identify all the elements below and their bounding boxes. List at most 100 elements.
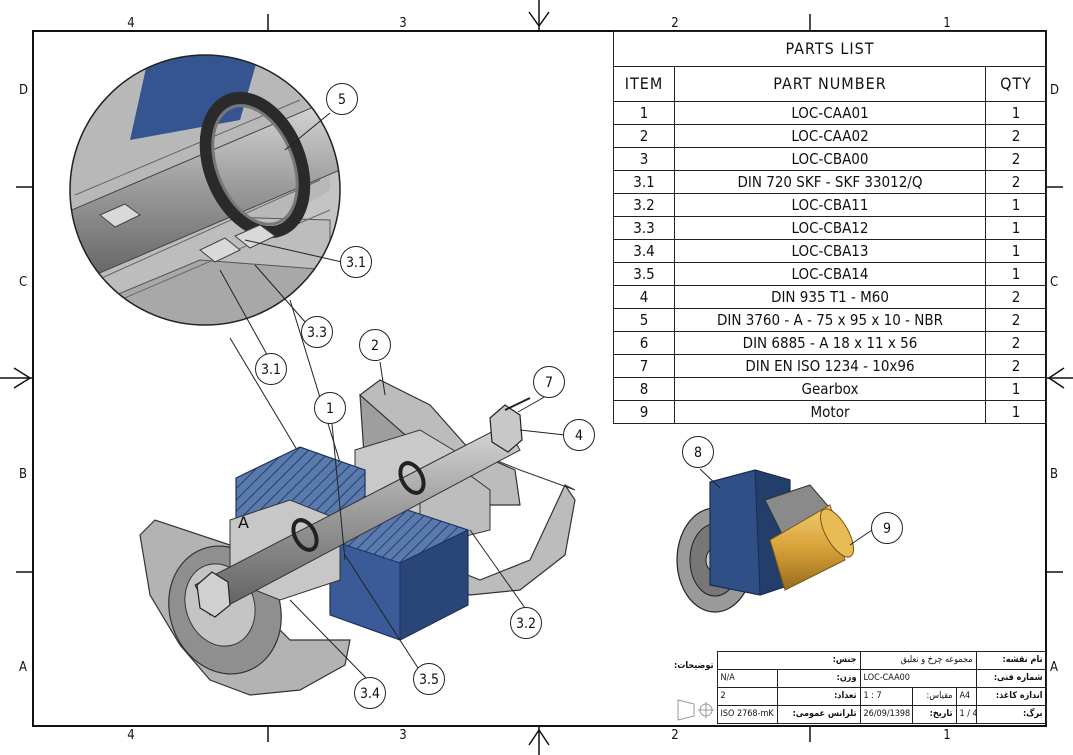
balloon-item-3-2: 3.2 [510,607,542,639]
detail-view-circle [69,54,341,326]
balloon-item-3-4: 3.4 [354,677,386,709]
zone-row-b-left: B [19,467,28,482]
part-number-cell: LOC-CBA00 [674,147,986,171]
qty-cell: 2 [984,285,1048,309]
part-number-cell: Gearbox [674,377,986,401]
balloon-item-3-1-detail: 3.1 [340,246,372,278]
count-label: تعداد: [776,687,861,706]
gearbox-motor-art [676,469,855,613]
leader-lines [219,112,873,681]
qty-cell: 1 [984,193,1048,217]
drawing-name-label: نام نقشه: [975,651,1047,670]
sheet-label: برگ: [975,705,1047,724]
weight-value: N/A [716,669,778,688]
zone-row-b-right: B [1050,467,1059,482]
item-cell: 5 [613,308,675,332]
item-cell: 9 [613,400,675,424]
zone-row-c-right: C [1050,275,1059,290]
balloon-item-4: 4 [563,419,595,451]
item-cell: 3.5 [613,262,675,286]
balloon-item-7: 7 [533,366,565,398]
item-cell: 8 [613,377,675,401]
part-number-cell: LOC-CAA01 [674,101,986,125]
material-label: جنس: [716,651,861,670]
item-cell: 6 [613,331,675,355]
main-assembly-art [139,379,576,696]
sheet-value: 1 / 4 [955,705,977,724]
item-cell: 3 [613,147,675,171]
qty-cell: 2 [984,308,1048,332]
item-cell: 3.2 [613,193,675,217]
part-number-cell: DIN 935 T1 - M60 [674,285,986,309]
zone-col-4-bottom: 4 [127,728,135,743]
part-number-cell: DIN 6885 - A 18 x 11 x 56 [674,331,986,355]
part-number-cell: LOC-CBA13 [674,239,986,263]
item-cell: 1 [613,101,675,125]
part-number-cell: Motor [674,400,986,424]
count-value: 2 [716,687,778,706]
zone-row-c-left: C [19,275,28,290]
balloon-item-2: 2 [359,329,391,361]
paper-size-value: A4 [955,687,977,706]
qty-cell: 1 [984,216,1048,240]
scale-value: 1 : 7 [859,687,913,706]
border-ticks [16,14,1063,742]
item-cell: 7 [613,354,675,378]
part-number-cell: LOC-CBA11 [674,193,986,217]
qty-cell: 1 [984,377,1048,401]
zone-col-1-bottom: 1 [943,728,951,743]
detail-view-art [70,55,340,325]
zone-col-3-bottom: 3 [399,728,407,743]
balloon-item-3-1: 3.1 [255,353,287,385]
part-number-cell: LOC-CAA02 [674,124,986,148]
zone-row-a-right: A [1050,660,1058,675]
balloon-item-1: 1 [314,392,346,424]
header-qty: QTY [984,66,1048,102]
qty-cell: 1 [984,262,1048,286]
zone-col-2-bottom: 2 [671,728,679,743]
zone-col-3-top: 3 [399,16,407,31]
balloon-item-9: 9 [871,512,903,544]
zone-col-2-top: 2 [671,16,679,31]
tolerance-value: ISO 2768-mK [716,705,778,724]
technical-number-label: شماره فنی: [975,669,1047,688]
zone-row-d-right: D [1050,83,1060,98]
item-cell: 3.1 [613,170,675,194]
paper-size-label: اندازه کاغذ: [975,687,1047,706]
zone-row-a-left: A [19,660,27,675]
qty-cell: 2 [984,147,1048,171]
title-block: توضیحات: جنس: مجموعه چرخ و تعلیق نام نقش… [665,651,1047,724]
qty-cell: 1 [984,101,1048,125]
header-item: ITEM [613,66,675,102]
balloon-item-3-5: 3.5 [413,663,445,695]
drawing-name-value: مجموعه چرخ و تعلیق [859,651,977,670]
balloon-item-3-3: 3.3 [301,316,333,348]
item-cell: 3.4 [613,239,675,263]
zone-col-4-top: 4 [127,16,135,31]
part-number-cell: LOC-CBA12 [674,216,986,240]
scale-label: مقیاس: [911,687,957,706]
detail-label: A [238,513,249,532]
part-number-cell: DIN EN ISO 1234 - 10x96 [674,354,986,378]
projection-symbol [677,699,714,721]
zone-row-d-left: D [19,83,29,98]
notes-label: توضیحات: [673,660,714,671]
parts-list-title: PARTS LIST [612,31,1048,67]
date-label: تاریخ: [911,705,957,724]
